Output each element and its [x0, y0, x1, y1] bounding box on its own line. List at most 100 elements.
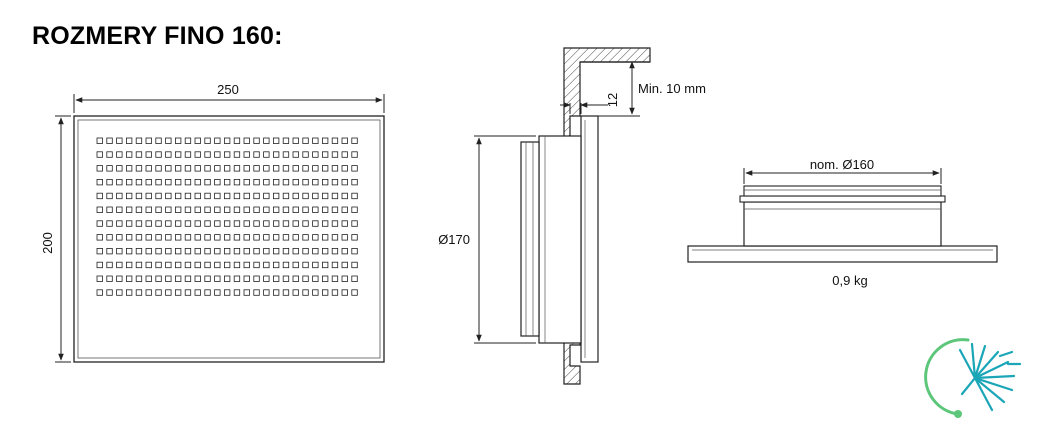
grille-slot	[331, 165, 339, 172]
grille-slot	[302, 247, 309, 255]
grille-slot	[272, 275, 280, 282]
grille-slot	[223, 178, 231, 186]
grille-slot	[243, 289, 250, 296]
grille-slot	[184, 151, 192, 158]
grille-slot	[312, 261, 319, 269]
grille-slot	[321, 289, 329, 296]
profile-view: nom. Ø160 0,9 kg	[687, 157, 998, 288]
grille-slot	[184, 289, 192, 296]
grille-slot	[145, 247, 152, 255]
grille-slot	[184, 220, 192, 227]
grille-slot	[165, 220, 172, 227]
grille-slot	[351, 137, 358, 144]
grille-slot	[145, 192, 152, 200]
grille-slot	[272, 165, 280, 172]
grille-slot	[321, 247, 329, 255]
grille-slot	[341, 178, 348, 186]
grille-slot	[321, 234, 329, 241]
grille-slot	[223, 192, 231, 200]
grille-slot	[174, 178, 182, 186]
grille-slot	[282, 137, 290, 144]
grille-slot	[106, 165, 113, 172]
grille-slot	[292, 192, 299, 200]
grille-slot	[204, 165, 211, 172]
grille-slot	[194, 289, 201, 296]
grille-slot	[263, 275, 270, 282]
grille-slot	[272, 206, 280, 213]
grille-slot	[165, 165, 172, 172]
grille-slot	[272, 220, 280, 227]
grille-slot	[165, 137, 172, 144]
grille-slot	[174, 247, 182, 255]
grille-slot	[341, 192, 348, 200]
grille-slot	[116, 220, 123, 227]
grille-slot	[204, 247, 211, 255]
grille-slot	[155, 234, 162, 241]
grille-slot	[204, 206, 211, 213]
grille-slot	[214, 192, 221, 200]
grille-slot	[174, 220, 182, 227]
grille-slot	[223, 165, 231, 172]
grille-slot	[116, 137, 123, 144]
grille-slot	[223, 289, 231, 296]
grille-slot	[263, 206, 270, 213]
grille-slot	[165, 247, 172, 255]
grille-slot	[194, 220, 201, 227]
nominal-label: nom. Ø160	[810, 157, 874, 172]
grille-slot	[96, 137, 103, 144]
min-gap-dimension: Min. 10 mm	[598, 61, 706, 117]
grille-slot	[331, 220, 339, 227]
grille-slot	[165, 206, 172, 213]
grille-slot	[341, 137, 348, 144]
grille-slot	[233, 137, 241, 144]
grille-slot	[331, 206, 339, 213]
grille-slot	[312, 206, 319, 213]
grille-slot	[331, 261, 339, 269]
grille-slot	[243, 137, 250, 144]
grille-slot	[331, 192, 339, 200]
grille-slot	[155, 192, 162, 200]
grille-slot	[351, 261, 358, 269]
grille-slot	[341, 165, 348, 172]
grille-slot	[194, 178, 201, 186]
grille-slot	[243, 234, 250, 241]
grille-slot	[96, 165, 103, 172]
grille-slot	[145, 137, 152, 144]
grille-slot	[204, 137, 211, 144]
grille-slot	[253, 137, 260, 144]
grille-slot	[282, 192, 290, 200]
grille-slot	[204, 178, 211, 186]
grille-slot	[135, 220, 143, 227]
grille-slot	[272, 261, 280, 269]
grille-slot	[174, 137, 182, 144]
grille-slot	[302, 192, 309, 200]
width-label: 250	[217, 82, 239, 97]
grille-slot	[253, 275, 260, 282]
side-spigot	[520, 141, 540, 337]
grille-slot	[184, 137, 192, 144]
grille-slot	[116, 247, 123, 255]
grille-slot	[302, 234, 309, 241]
grille-slot	[351, 234, 358, 241]
grille-slot	[263, 289, 270, 296]
grille-slot	[282, 178, 290, 186]
grille-slot	[165, 234, 172, 241]
grille-slot	[263, 165, 270, 172]
profile-duct-body	[743, 201, 942, 247]
grille-slot	[263, 261, 270, 269]
grille-slot	[155, 206, 162, 213]
grille-slot	[312, 165, 319, 172]
grille-slot	[135, 178, 143, 186]
grille-slot	[302, 137, 309, 144]
grille-slot	[165, 261, 172, 269]
grille-slot	[272, 234, 280, 241]
grille-slot	[165, 151, 172, 158]
grille-slot	[282, 165, 290, 172]
grille-slot	[126, 261, 133, 269]
grille-slot	[155, 151, 162, 158]
grille-slot	[194, 247, 201, 255]
grille-slot	[174, 234, 182, 241]
grille-slot	[223, 137, 231, 144]
grille-slot	[351, 289, 358, 296]
grille-slot	[253, 220, 260, 227]
